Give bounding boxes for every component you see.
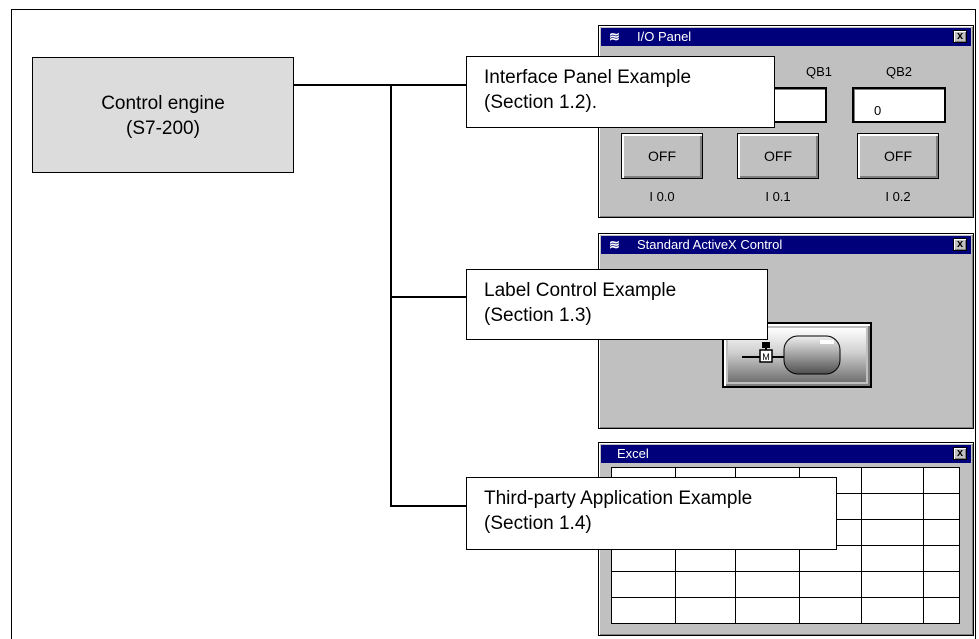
svg-text:M: M bbox=[762, 352, 770, 362]
io-panel-titlebar: ≋ I/O Panel x bbox=[601, 28, 971, 46]
engine-line1: Control engine bbox=[101, 93, 225, 114]
activex-title: Standard ActiveX Control bbox=[637, 237, 783, 252]
connector-label bbox=[390, 296, 468, 298]
i02-label: I 0.2 bbox=[885, 189, 911, 204]
connector-interface bbox=[390, 84, 468, 86]
label-example-line2: (Section 1.3) bbox=[484, 305, 592, 326]
close-icon[interactable]: x bbox=[953, 447, 967, 460]
interface-example-line1: Interface Panel Example bbox=[484, 67, 692, 88]
i00-button[interactable]: OFF bbox=[621, 133, 703, 179]
qb1-label: QB1 bbox=[805, 64, 832, 79]
excel-titlebar: Excel x bbox=[601, 445, 971, 463]
close-icon[interactable]: x bbox=[953, 238, 967, 251]
i01-label: I 0.1 bbox=[765, 189, 791, 204]
activex-window: ≋ Standard ActiveX Control x bbox=[598, 233, 974, 429]
system-menu-icon[interactable]: ≋ bbox=[609, 237, 620, 252]
interface-panel-example-box: Interface Panel Example (Section 1.2). bbox=[466, 56, 775, 128]
i02-button[interactable]: OFF bbox=[857, 133, 939, 179]
activex-titlebar: ≋ Standard ActiveX Control x bbox=[601, 236, 971, 254]
i01-button[interactable]: OFF bbox=[737, 133, 819, 179]
connector-trunk bbox=[390, 84, 392, 507]
interface-example-line2: (Section 1.2). bbox=[484, 92, 597, 113]
system-menu-icon[interactable]: ≋ bbox=[609, 29, 620, 44]
i00-label: I 0.0 bbox=[649, 189, 675, 204]
label-control-example-box: Label Control Example (Section 1.3) bbox=[466, 269, 768, 340]
excel-title: Excel bbox=[617, 446, 649, 461]
table-row bbox=[611, 597, 960, 624]
qb2-label: QB2 bbox=[885, 64, 912, 79]
table-row bbox=[611, 571, 960, 598]
control-engine-box: Control engine (S7-200) bbox=[32, 57, 294, 173]
third-party-example-box: Third-party Application Example (Section… bbox=[466, 477, 837, 550]
close-icon[interactable]: x bbox=[953, 30, 967, 43]
connector-thirdparty bbox=[390, 505, 468, 507]
label-example-line1: Label Control Example bbox=[484, 280, 677, 301]
thirdparty-example-line1: Third-party Application Example bbox=[484, 488, 753, 509]
qb2-field[interactable]: 0 bbox=[852, 87, 946, 123]
io-panel-title: I/O Panel bbox=[637, 29, 692, 44]
label-control[interactable]: M bbox=[722, 322, 872, 388]
engine-line2: (S7-200) bbox=[126, 118, 200, 139]
connector-engine bbox=[294, 84, 392, 86]
thirdparty-example-line2: (Section 1.4) bbox=[484, 513, 592, 534]
